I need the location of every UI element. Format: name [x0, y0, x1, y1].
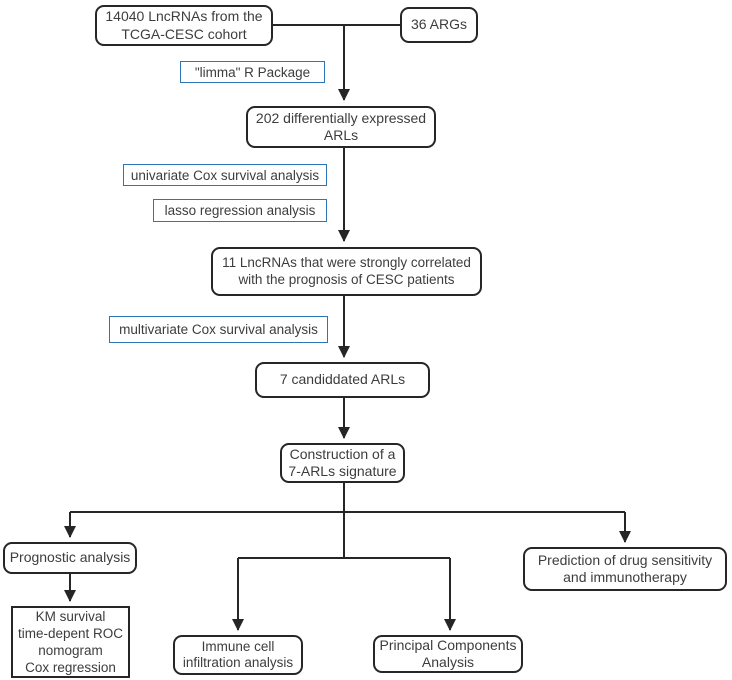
node-principal-components: Principal Components Analysis	[373, 635, 523, 673]
km-line-4: Cox regression	[25, 660, 116, 675]
method-lasso-regression: lasso regression analysis	[153, 199, 327, 222]
node-immune-infiltration: Immune cell infiltration analysis	[173, 635, 303, 675]
node-km-survival-details: KM survival time-depent ROC nomogram Cox…	[11, 606, 130, 678]
node-args: 36 ARGs	[400, 7, 478, 43]
node-drug-sensitivity: Prediction of drug sensitivity and immun…	[523, 547, 727, 591]
km-line-2: time-depent ROC	[17, 626, 124, 641]
node-7-candidate-arls: 7 candiddated ARLs	[255, 362, 430, 398]
node-11-lncrnas: 11 LncRNAs that were strongly correlated…	[211, 247, 482, 296]
method-limma-package: "limma" R Package	[180, 61, 325, 83]
method-univariate-cox: univariate Cox survival analysis	[123, 164, 327, 186]
km-line-3: nomogram	[38, 643, 103, 658]
node-signature-construction: Construction of a 7-ARLs signature	[280, 443, 405, 483]
method-multivariate-cox: multivariate Cox survival analysis	[109, 316, 328, 343]
km-line-1: KM survival	[35, 609, 106, 624]
node-lncrnas-cohort: 14040 LncRNAs from the TCGA-CESC cohort	[95, 5, 273, 46]
node-prognostic-analysis: Prognostic analysis	[3, 542, 137, 574]
node-differentially-expressed-arls: 202 differentially expressed ARLs	[246, 106, 436, 148]
